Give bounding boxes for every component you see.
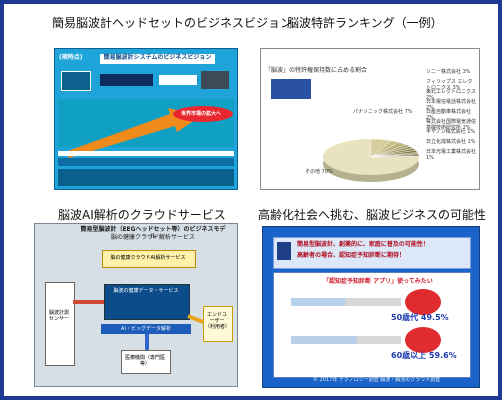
arrow-text: 世界市場の拡大へ	[181, 111, 222, 117]
globe-image	[201, 71, 229, 89]
bar-label-1: 60歳以上 59.6%	[391, 350, 457, 360]
pie-label-8: キヤノン株式会社 1%	[426, 129, 476, 135]
ai-analysis-box	[101, 324, 191, 334]
sensor-box	[45, 282, 75, 366]
pie-mini-1	[405, 327, 441, 353]
pie-label-10: 日本光電工業株式会社 1%	[426, 149, 477, 161]
title-business-vision: 簡易脳波計ヘッドセットのビジネスビジョン	[52, 16, 293, 30]
cloud-flow-arrows	[73, 300, 204, 350]
title-cloud-service: 脳波AI解析のクラウドサービス	[58, 208, 226, 222]
bar-track-0	[291, 298, 401, 306]
cloud-heading-2: 脳の健康クラウド解析サービス	[110, 234, 195, 241]
bar-1	[291, 336, 357, 344]
timeline-bar-2	[58, 158, 234, 166]
cloud-heading-1: 簡易型脳波計（EEGヘッドセット等）のビジネスモデル	[80, 226, 226, 240]
patent-pie-chart	[323, 138, 420, 182]
brain-image	[271, 79, 311, 99]
end-user-box	[203, 306, 233, 342]
bar-label-0: 50歳代 49.5%	[391, 312, 449, 322]
patent-chart-slide: 「脳波」の特許権保持数に占める割合 その他 70% パナソニック株式会社 7% ソニ…	[260, 48, 480, 190]
sensor-label: 脳波計測センサー	[48, 310, 69, 322]
survey-title: 「認知症予知診断 アプリ」使ってみたい	[323, 278, 433, 285]
bar-0	[291, 298, 346, 306]
pie-label-6: 日産自動車株式会社 2%	[426, 109, 472, 121]
timeline-bar	[58, 151, 234, 156]
title-aging-society: 高齢化社会へ挑む、脳波ビジネスの可能性	[258, 208, 487, 222]
data-service-box	[104, 284, 190, 320]
banner-line-1: 簡易型脳波計、創薬的に、家庭に普及の可能性！	[297, 241, 429, 248]
title-patent-ranking: 脳波特許ランキング（一例）	[287, 16, 443, 30]
pie-label-7: 株式会社国際電気通信基礎技術研究所 2%	[426, 119, 477, 131]
person-icon	[277, 242, 291, 260]
aging-business-slide: 簡易型脳波計、創薬的に、家庭に普及の可能性！ 高齢者の場合、認知症予知診断に期待…	[262, 226, 480, 388]
pie-label-9: 日立化成株式会社 1%	[426, 139, 476, 145]
slide-footer	[58, 169, 234, 186]
survey-bar-chart: 50歳代 49.5% 60歳以上 59.6%	[291, 289, 457, 360]
slide-box-1	[100, 74, 153, 86]
device-image	[61, 71, 91, 91]
slide-corner-label: (現時点)	[59, 54, 83, 61]
slide-box-2	[159, 75, 197, 85]
cloud-service-slide: 簡易型脳波計（EEGヘッドセット等）のビジネスモデル 脳の健康クラウド解析サービ…	[34, 223, 238, 387]
business-vision-slide: (現時点) 簡易脳波計システムのビジネスビジョン 世界市場の拡大へ	[54, 48, 238, 190]
headline-banner	[273, 237, 471, 269]
pie-label-2: ソニー株式会社 3%	[426, 69, 471, 75]
ai-analysis-label: AI・ビッグデータ解析	[121, 326, 171, 332]
pie-label-4: 東北エレクトロニクス 2%	[426, 89, 476, 101]
pie-slice-10	[370, 154, 420, 158]
slide-heading: 簡易脳波計システムのビジネスビジョン	[100, 54, 215, 64]
pie-label-1: パナソニック株式会社 7%	[353, 109, 413, 115]
pie-label-3: フィリップス エレクトロニクス 3%	[426, 79, 473, 91]
market-burst	[173, 106, 233, 122]
pie-label-5: 日本電信電話株式会社 2%	[426, 99, 477, 111]
chart-heading: 「脳波」の特許権保持数に占める割合	[265, 67, 368, 74]
data-service-label: 脳波の健康データ・サービス	[113, 288, 179, 294]
growth-arrow	[65, 108, 201, 158]
banner-line-2: 高齢者の場合、認知症予知診断に期待！	[297, 252, 406, 259]
end-user-label: エンドユーザー（利用者）	[205, 312, 231, 330]
hospital-label: 医療機関（専門医等）	[124, 355, 165, 367]
pie-label-other: その他 70%	[305, 169, 333, 175]
pie-mini-0	[405, 289, 441, 315]
cloud-service-label: 脳の健康クラウドAI解析サービス	[110, 255, 186, 261]
cloud-service-box	[102, 250, 196, 268]
hospital-box	[121, 350, 171, 374]
survey-footnote: © 2017年 テクノロジー調査 脳波・脳活のクラウド調査	[313, 377, 441, 383]
survey-chart-panel	[273, 272, 471, 378]
